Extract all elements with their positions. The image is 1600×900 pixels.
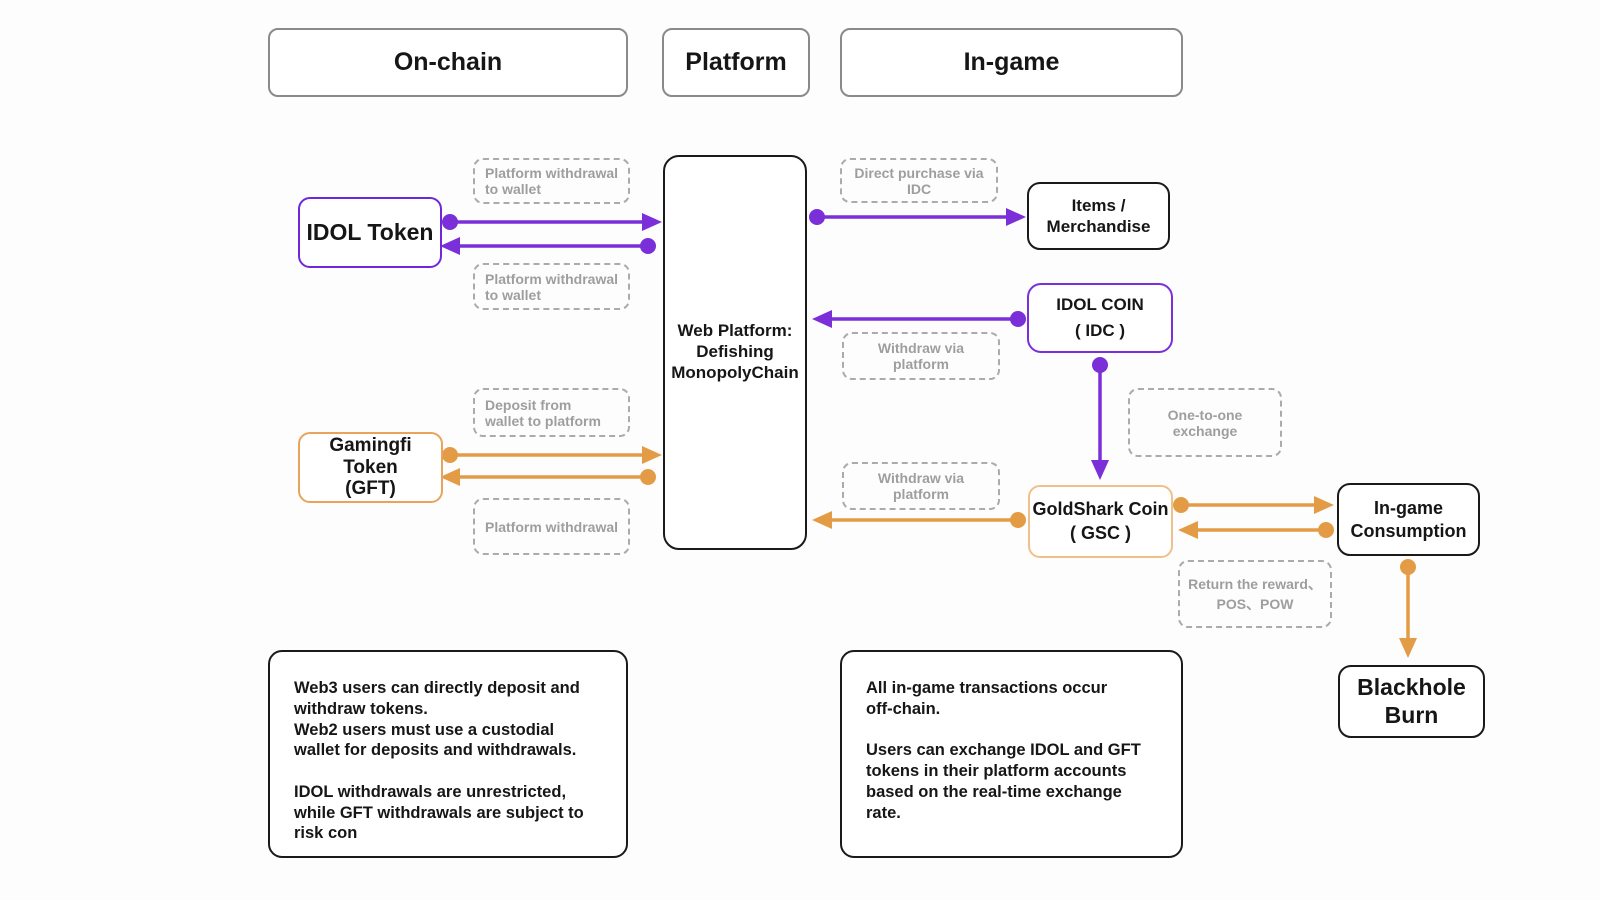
header-in-game-label: In-game — [963, 48, 1060, 76]
label-text: Withdraw via platform — [877, 340, 965, 372]
label-text: Deposit from wallet to platform — [485, 396, 601, 429]
node-idol-token-label: IDOL Token — [306, 219, 434, 245]
note-ingame-transactions: All in-game transactions occur off-chain… — [840, 650, 1183, 858]
note-text: Web3 users can directly deposit and with… — [294, 679, 584, 843]
node-gamingfi-token-label: Gamingfi Token (GFT) — [329, 434, 412, 500]
node-ingame-consumption: In-game Consumption — [1337, 483, 1480, 556]
note-text: All in-game transactions occur off-chain… — [866, 679, 1141, 822]
node-web-platform-label: Web Platform: Defishing MonopolyChain — [671, 321, 799, 382]
header-on-chain: On-chain — [268, 28, 628, 97]
label-direct-purchase-via-idc: Direct purchase via IDC — [840, 158, 998, 203]
node-blackhole-burn: Blackhole Burn — [1338, 665, 1485, 738]
label-withdraw-via-platform-idc: Withdraw via platform — [842, 332, 1000, 380]
header-in-game: In-game — [840, 28, 1183, 97]
label-text: Platform withdrawal to wallet — [485, 270, 619, 303]
node-items-merchandise-label: Items / Merchandise — [1046, 195, 1151, 236]
node-idol-coin-label: IDOL COIN ( IDC ) — [1056, 294, 1144, 340]
node-web-platform: Web Platform: Defishing MonopolyChain — [663, 155, 807, 550]
node-idol-token: IDOL Token — [298, 197, 442, 268]
node-ingame-consumption-label: In-game Consumption — [1350, 498, 1467, 541]
label-one-to-one-exchange: One-to-one exchange — [1128, 388, 1282, 457]
label-text: Platform withdrawal — [484, 518, 619, 535]
label-platform-withdrawal-to-wallet-bottom: Platform withdrawal to wallet — [473, 263, 630, 310]
label-return-reward: Return the reward、 POS、POW — [1178, 560, 1332, 628]
node-goldshark-coin-label: GoldShark Coin ( GSC ) — [1032, 499, 1169, 543]
label-text: One-to-one exchange — [1167, 406, 1243, 439]
label-text: Platform withdrawal to wallet — [485, 165, 619, 197]
node-items-merchandise: Items / Merchandise — [1027, 182, 1170, 250]
label-text: Direct purchase via IDC — [854, 164, 984, 197]
node-gamingfi-token: Gamingfi Token (GFT) — [298, 432, 443, 503]
node-idol-coin: IDOL COIN ( IDC ) — [1027, 283, 1173, 353]
label-deposit-from-wallet: Deposit from wallet to platform — [473, 388, 630, 437]
node-blackhole-burn-label: Blackhole Burn — [1357, 673, 1466, 728]
label-text: Withdraw via platform — [877, 470, 965, 502]
label-platform-withdrawal-to-wallet-top: Platform withdrawal to wallet — [473, 158, 630, 204]
header-platform: Platform — [662, 28, 810, 97]
header-platform-label: Platform — [685, 48, 787, 76]
label-text: Return the reward、 POS、POW — [1188, 576, 1322, 612]
node-goldshark-coin: GoldShark Coin ( GSC ) — [1028, 485, 1173, 558]
note-deposit-withdraw-rules: Web3 users can directly deposit and with… — [268, 650, 628, 858]
label-withdraw-via-platform-gsc: Withdraw via platform — [842, 462, 1000, 510]
label-platform-withdrawal: Platform withdrawal — [473, 498, 630, 555]
header-on-chain-label: On-chain — [393, 48, 503, 76]
